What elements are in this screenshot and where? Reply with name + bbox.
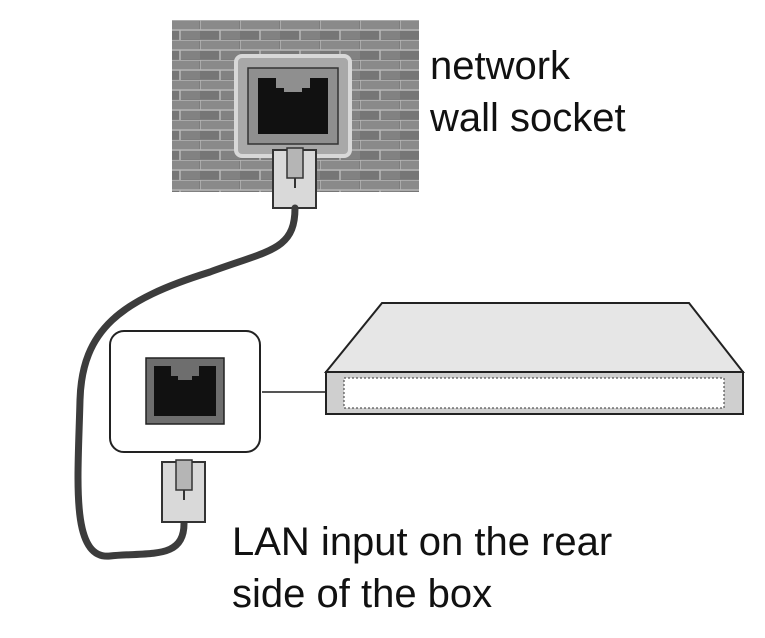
- rj45-wall-socket: [234, 54, 352, 158]
- lan-input-label-line1: LAN input on the rear: [232, 520, 613, 564]
- wall-socket-label-line2: wall socket: [430, 96, 626, 140]
- ethernet-cable: [74, 204, 299, 560]
- wall-socket-label: network wall socket: [430, 40, 626, 144]
- rj45-port-callout: [109, 330, 261, 453]
- wall-socket-label-line1: network: [430, 44, 571, 88]
- box-plug-icon: [161, 459, 206, 523]
- wall-plug-icon: [272, 147, 317, 209]
- wall-socket-port-icon: [258, 78, 328, 134]
- lan-input-label: LAN input on the rear side of the box: [232, 516, 612, 620]
- set-top-box: [323, 302, 746, 415]
- lan-input-label-line2: side of the box: [232, 572, 493, 616]
